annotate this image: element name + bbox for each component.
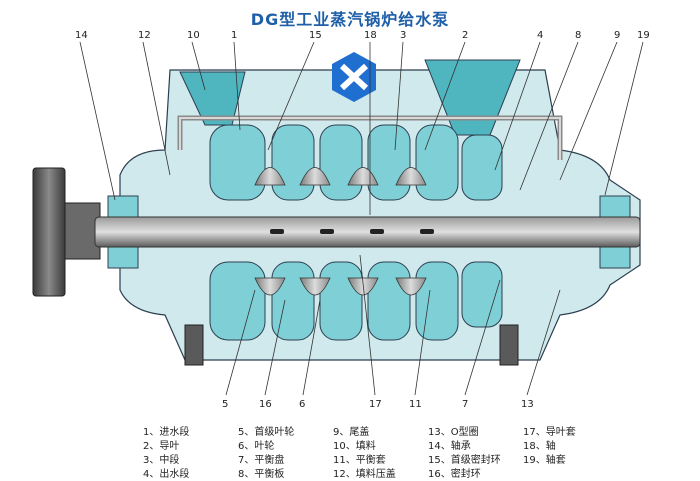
callout-top-5: 18 [364, 30, 377, 41]
legend-text: 中段 [159, 455, 180, 466]
legend-item: 13、O型圈 [428, 423, 479, 438]
callout-top-6: 3 [400, 30, 406, 41]
legend-number: 6、 [238, 441, 255, 452]
legend-item: 8、平衡板 [238, 465, 284, 480]
legend-text: 出水段 [159, 469, 190, 480]
callout-labels-bottom: 5 16 6 17 11 7 13 [222, 399, 534, 410]
legend-number: 18、 [523, 441, 546, 452]
legend-number: 10、 [333, 441, 356, 452]
legend-text: 平衡盘 [254, 455, 285, 466]
callout-bottom-3: 17 [369, 399, 382, 410]
legend-text: 叶轮 [254, 441, 275, 452]
brand-logo [332, 52, 376, 102]
callout-top-0: 14 [75, 30, 88, 41]
tie-bolt-left [184, 324, 204, 366]
legend-text: 导叶套 [545, 427, 576, 438]
legend-item: 5、首级叶轮 [238, 423, 294, 438]
legend-number: 7、 [238, 455, 255, 466]
legend-item: 4、出水段 [143, 465, 189, 480]
legend-text: 平衡板 [254, 469, 285, 480]
legend-text: 填料压盖 [355, 469, 396, 480]
callout-bottom-5: 7 [462, 399, 468, 410]
legend-number: 13、 [428, 427, 451, 438]
legend-text: 首级叶轮 [254, 427, 295, 438]
legend-item: 18、轴 [523, 437, 556, 452]
callout-top-9: 8 [575, 30, 581, 41]
water-passages-top [209, 124, 503, 201]
diagram-title: DG型工业蒸汽锅炉给水泵 [250, 10, 450, 29]
legend-text: 轴承 [450, 441, 471, 452]
legend-item: 15、首级密封环 [428, 451, 501, 466]
legend-item: 3、中段 [143, 451, 179, 466]
legend-text: 轴 [545, 441, 556, 452]
legend-number: 4、 [143, 469, 160, 480]
callout-bottom-4: 11 [409, 399, 422, 410]
legend-text: 尾盖 [349, 427, 370, 438]
legend-number: 14、 [428, 441, 451, 452]
callout-top-1: 12 [138, 30, 151, 41]
legend-text: O型圈 [450, 427, 479, 438]
legend-number: 17、 [523, 427, 546, 438]
callout-labels-top: 14 12 10 1 15 18 3 2 4 8 9 19 [75, 30, 650, 41]
legend-number: 12、 [333, 469, 356, 480]
legend-number: 9、 [333, 427, 350, 438]
callout-bottom-0: 5 [222, 399, 228, 410]
legend-number: 11、 [333, 455, 356, 466]
legend-text: 密封环 [450, 469, 481, 480]
legend-text: 导叶 [159, 441, 180, 452]
legend-text: 首级密封环 [450, 455, 501, 466]
legend-item: 1、进水段 [143, 423, 189, 438]
legend-item: 11、平衡套 [333, 451, 386, 466]
legend-text: 轴套 [545, 455, 566, 466]
legend-item: 17、导叶套 [523, 423, 576, 438]
callout-top-8: 4 [537, 30, 543, 41]
legend-item: 10、填料 [333, 437, 376, 452]
legend-item: 19、轴套 [523, 451, 566, 466]
legend-number: 8、 [238, 469, 255, 480]
legend-text: 平衡套 [355, 455, 386, 466]
legend-text: 进水段 [159, 427, 190, 438]
legend-number: 2、 [143, 441, 160, 452]
impellers [254, 167, 427, 296]
tie-bolt-right [499, 324, 519, 366]
legend-item: 7、平衡盘 [238, 451, 284, 466]
shaft [94, 216, 641, 248]
legend-item: 12、填料压盖 [333, 465, 396, 480]
legend-item: 9、尾盖 [333, 423, 369, 438]
legend-number: 1、 [143, 427, 160, 438]
callout-bottom-2: 6 [299, 399, 305, 410]
leader-lines [79, 41, 644, 396]
callout-top-4: 15 [309, 30, 322, 41]
legend-item: 14、轴承 [428, 437, 471, 452]
coupling-disk [32, 167, 66, 297]
legend-item: 2、导叶 [143, 437, 179, 452]
legend-number: 16、 [428, 469, 451, 480]
legend-text: 填料 [355, 441, 376, 452]
callout-top-11: 19 [637, 30, 650, 41]
callout-top-7: 2 [462, 30, 468, 41]
callout-top-2: 10 [187, 30, 200, 41]
legend-number: 3、 [143, 455, 160, 466]
callout-top-10: 9 [614, 30, 620, 41]
legend-item: 6、叶轮 [238, 437, 274, 452]
legend-number: 5、 [238, 427, 255, 438]
legend-number: 19、 [523, 455, 546, 466]
callout-bottom-6: 13 [521, 399, 534, 410]
callout-bottom-1: 16 [259, 399, 272, 410]
callout-top-3: 1 [231, 30, 237, 41]
legend-item: 16、密封环 [428, 465, 481, 480]
legend-number: 15、 [428, 455, 451, 466]
